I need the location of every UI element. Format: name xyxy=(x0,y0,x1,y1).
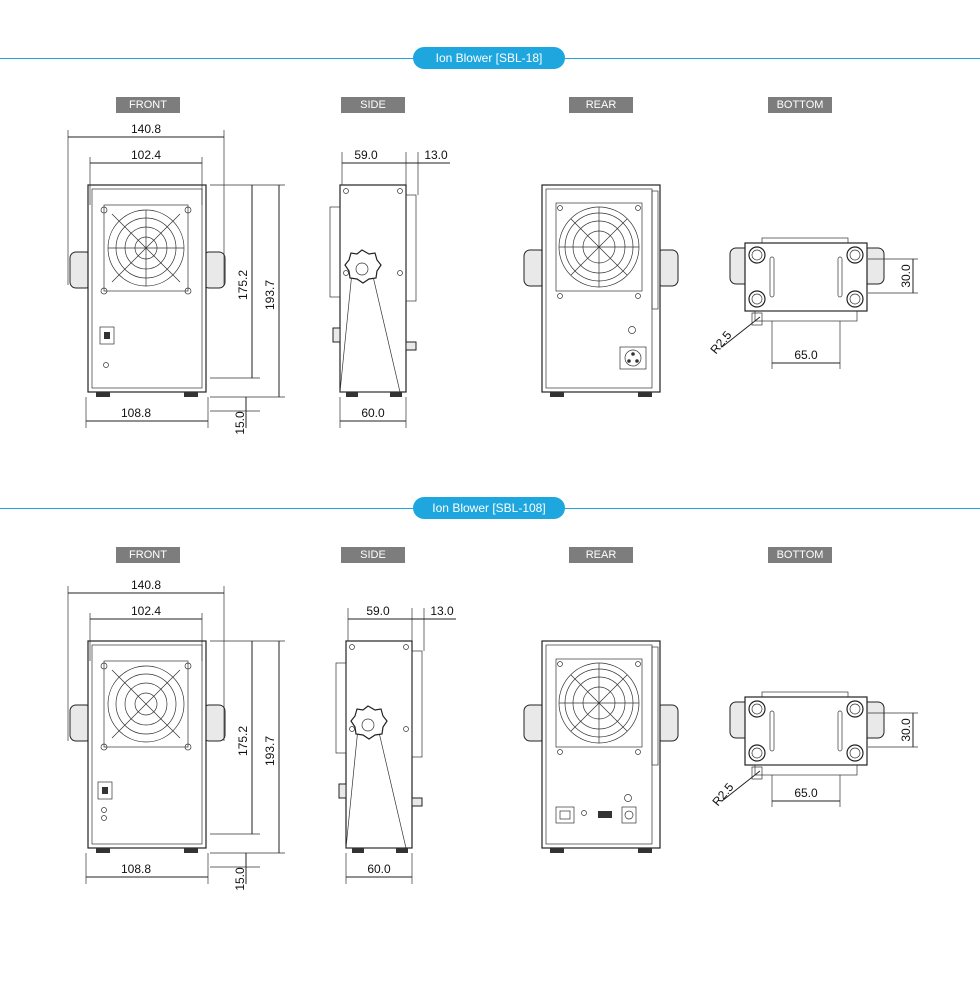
drawing-sbl-108: 140.8 102.4 175.2 193.7 108.8 15.0 xyxy=(67,578,918,891)
rear-view xyxy=(523,640,679,853)
connector-port-icon xyxy=(598,811,612,818)
dc-jack-icon xyxy=(621,806,637,824)
side-body xyxy=(339,184,407,393)
dim-overall-width: 140.8 xyxy=(131,578,161,592)
section-title: Ion Blower [SBL-108] xyxy=(413,497,565,519)
side-view: 59.0 13.0 60.0 xyxy=(329,148,450,428)
dim-bottom-width: 65.0 xyxy=(794,786,818,800)
dim-overall-width: 140.8 xyxy=(131,122,161,136)
dim-base-width: 108.8 xyxy=(121,406,151,420)
view-label-side: SIDE xyxy=(341,547,405,563)
network-port-icon xyxy=(555,806,575,824)
section-sbl-108: Ion Blower [SBL-108] FRONT SIDE REAR BOT… xyxy=(0,495,980,935)
rear-indicator-icon xyxy=(628,326,636,334)
section-title: Ion Blower [SBL-18] xyxy=(413,47,565,69)
dim-side-depth: 59.0 xyxy=(366,604,390,618)
view-label-front: FRONT xyxy=(116,547,180,563)
indicator-led-icon xyxy=(101,807,107,813)
drawing-sbl-18: 140.8 102.4 175.2 193.7 108.8 15.0 xyxy=(67,122,918,435)
front-view: 140.8 102.4 175.2 193.7 108.8 15.0 xyxy=(67,578,285,891)
dim-side-base: 60.0 xyxy=(367,862,391,876)
dim-body-height: 175.2 xyxy=(236,270,250,300)
rear-view xyxy=(523,184,679,397)
view-label-rear: REAR xyxy=(569,547,633,563)
dim-side-depth: 59.0 xyxy=(354,148,378,162)
side-view: 59.0 13.0 60.0 xyxy=(335,604,456,884)
dim-side-base: 60.0 xyxy=(361,406,385,420)
dim-inner-width: 102.4 xyxy=(131,148,161,162)
dim-body-height: 175.2 xyxy=(236,726,250,756)
dim-bottom-radius: R2.5 xyxy=(709,780,736,809)
indicator-led-icon xyxy=(103,362,109,368)
dim-bottom-height: 30.0 xyxy=(899,264,913,288)
side-knob xyxy=(344,249,382,284)
power-inlet-icon xyxy=(619,346,647,370)
bottom-view: 30.0 65.0 R2.5 xyxy=(709,691,918,809)
dim-side-offset: 13.0 xyxy=(430,604,454,618)
rear-body xyxy=(541,184,661,393)
bottom-view: 30.0 65.0 R2.5 xyxy=(707,237,918,369)
dim-bottom-height: 30.0 xyxy=(899,718,913,742)
view-label-bottom: BOTTOM xyxy=(768,97,832,113)
side-body xyxy=(345,640,413,849)
view-label-bottom: BOTTOM xyxy=(768,547,832,563)
dim-side-offset: 13.0 xyxy=(424,148,448,162)
dim-foot-height: 15.0 xyxy=(233,411,247,435)
dim-inner-width: 102.4 xyxy=(131,604,161,618)
view-label-front: FRONT xyxy=(116,97,180,113)
dim-base-width: 108.8 xyxy=(121,862,151,876)
power-switch-icon xyxy=(97,781,113,800)
dim-foot-height: 15.0 xyxy=(233,867,247,891)
power-switch-icon xyxy=(99,326,115,345)
front-view: 140.8 102.4 175.2 193.7 108.8 15.0 xyxy=(67,122,285,435)
view-label-side: SIDE xyxy=(341,97,405,113)
dim-bottom-radius: R2.5 xyxy=(707,328,734,357)
view-label-rear: REAR xyxy=(569,97,633,113)
side-knob xyxy=(350,705,388,740)
dim-bottom-width: 65.0 xyxy=(794,348,818,362)
section-sbl-18: Ion Blower [SBL-18] FRONT SIDE REAR BOTT… xyxy=(0,45,980,485)
rear-indicator-icon xyxy=(581,810,587,816)
dim-total-height: 193.7 xyxy=(263,280,277,310)
dim-total-height: 193.7 xyxy=(263,736,277,766)
